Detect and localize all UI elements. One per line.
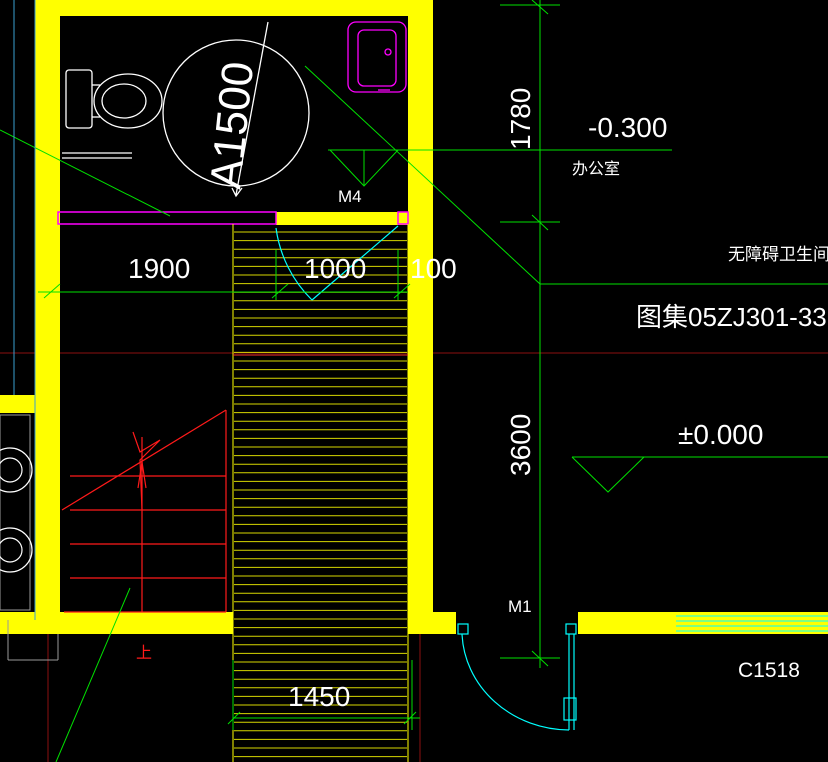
dimension-1900: 1900 bbox=[128, 253, 190, 284]
urinal-fixtures bbox=[0, 447, 33, 573]
elevation-upper: -0.300 bbox=[588, 112, 667, 143]
left-wall-outline bbox=[0, 414, 59, 661]
door-m1 bbox=[457, 623, 577, 731]
dimension-1450: 1450 bbox=[288, 681, 350, 712]
window-c1518 bbox=[676, 615, 828, 632]
stair-treads-main bbox=[234, 231, 407, 758]
dimension-1000: 1000 bbox=[304, 253, 366, 284]
door-m4 bbox=[275, 225, 399, 301]
red-stair bbox=[61, 409, 227, 613]
elevation-lower: ±0.000 bbox=[678, 419, 763, 450]
stair-up-label: 上 bbox=[136, 644, 152, 662]
circle-label: A1500 bbox=[201, 59, 263, 191]
walls bbox=[0, 0, 828, 634]
atlas-label: 图集05ZJ301-33 bbox=[636, 302, 827, 332]
dimension-100: 100 bbox=[410, 253, 457, 284]
toilet-fixture bbox=[62, 69, 163, 159]
office-label: 办公室 bbox=[572, 160, 620, 178]
note-label: 无障碍卫生间参照 bbox=[728, 245, 828, 264]
dimension-3600: 3600 bbox=[505, 414, 536, 476]
door-m4-label: M4 bbox=[338, 187, 362, 206]
toilet-partition bbox=[57, 211, 409, 225]
wash-basin bbox=[347, 21, 407, 93]
window-label: C1518 bbox=[738, 659, 800, 682]
door-m1-label: M1 bbox=[508, 597, 532, 616]
dimension-1780: 1780 bbox=[505, 88, 536, 150]
turning-circle bbox=[162, 21, 310, 198]
